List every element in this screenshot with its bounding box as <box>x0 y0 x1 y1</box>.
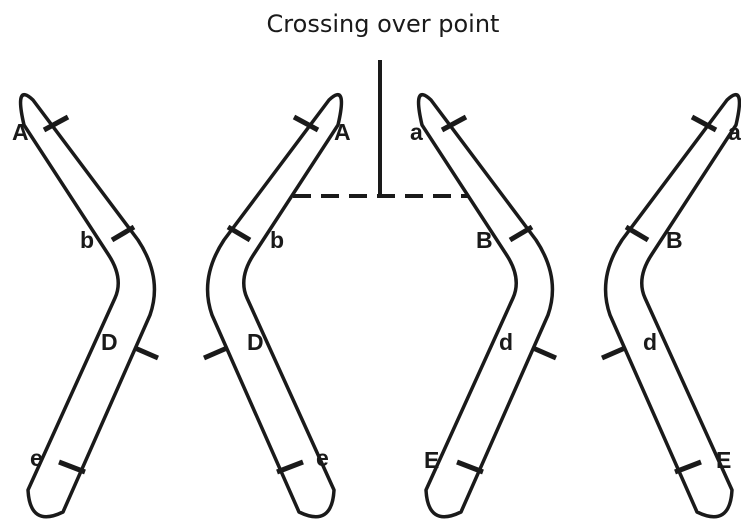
band <box>624 224 650 243</box>
band <box>276 459 304 475</box>
band <box>42 114 70 133</box>
band <box>58 459 86 475</box>
band <box>601 345 626 361</box>
band <box>110 224 136 243</box>
gene-label: a <box>410 119 423 145</box>
chromosome-right: a B d E a B d E <box>410 93 741 519</box>
band <box>226 224 252 243</box>
diagram-title: Crossing over point <box>267 10 500 38</box>
band <box>532 345 557 361</box>
band <box>456 459 484 475</box>
chromatid-left-arm2 <box>205 93 344 519</box>
gene-label: e <box>30 445 43 471</box>
chromosome-left: A b D e A b D e <box>12 93 351 519</box>
band <box>440 114 468 133</box>
gene-label: D <box>247 329 264 355</box>
gene-label: E <box>424 447 439 473</box>
gene-label: B <box>476 227 493 253</box>
gene-label: d <box>643 329 657 355</box>
gene-label: A <box>12 119 29 145</box>
band <box>674 459 702 475</box>
gene-label: b <box>80 227 94 253</box>
gene-label: E <box>716 447 731 473</box>
chromatid-left-arm1 <box>18 93 157 519</box>
gene-label: a <box>728 119 741 145</box>
gene-label: B <box>666 227 683 253</box>
band <box>292 114 320 133</box>
gene-label: A <box>334 119 351 145</box>
gene-label: D <box>101 329 118 355</box>
chromatid-right-arm2 <box>603 93 741 519</box>
band <box>134 345 159 361</box>
gene-label: b <box>270 227 284 253</box>
chromatid-right-arm1 <box>416 93 555 519</box>
band <box>508 224 534 243</box>
band <box>203 345 228 361</box>
band <box>690 114 718 133</box>
gene-label: d <box>499 329 513 355</box>
gene-label: e <box>316 445 329 471</box>
